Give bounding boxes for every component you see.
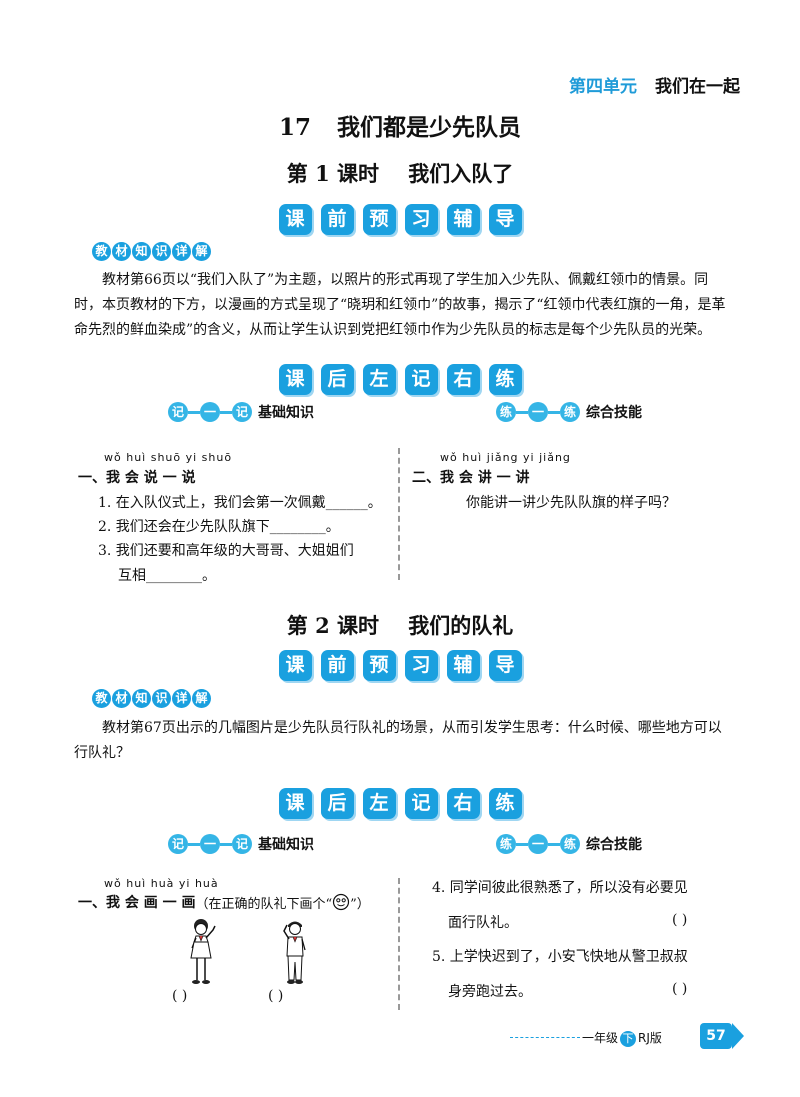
q4-line2: 面行队礼。 (448, 915, 518, 931)
q2-item-1: 你能讲一讲少先队队旗的样子吗？ (466, 495, 676, 511)
q5-answer: ( ) (672, 981, 688, 997)
basic-knowledge-head-1: 记一记 基础知识 (168, 402, 314, 422)
unit-label: 第四单元 (569, 77, 637, 97)
unit-title: 我们在一起 (655, 77, 740, 97)
period1-name: 我们入队了 (408, 162, 514, 186)
q5-line2: 身旁跑过去。 (448, 984, 532, 1000)
skills-head-2: 练一练 综合技能 (496, 834, 642, 854)
q2-title: 二、我 会 讲 一 讲 (412, 470, 530, 486)
lesson-name: 我们都是少先队员 (337, 115, 521, 141)
basic-knowledge-head-2: 记一记 基础知识 (168, 834, 314, 854)
column-divider-2 (398, 878, 400, 1010)
q3-pinyin: wǒ huì huà yi huà (104, 877, 219, 890)
smiley-icon (333, 893, 350, 911)
practice-pill: 练一练 (496, 402, 580, 422)
material-paragraph-2: 教材第67页出示的几幅图片是少先队员行队礼的场景，从而引发学生思考：什么时候、哪… (74, 720, 722, 761)
footer-term: 下 (620, 1031, 637, 1047)
column-divider-1 (398, 448, 400, 580)
period2-name: 我们的队礼 (408, 614, 514, 638)
q1-item-2: 2. 我们还会在少先队队旗下________。 (98, 519, 340, 535)
lesson-title: 17 我们都是少先队员 (0, 108, 800, 142)
q1-title: 一、我 会 说 一 说 (78, 470, 196, 486)
q5-line1: 5. 上学快迟到了，小安飞快地从警卫叔叔 (432, 949, 688, 965)
banner-practice-2: 课后左记右练 (0, 788, 800, 819)
practice-pill: 练一练 (496, 834, 580, 854)
footer-edition-label: RJ版 (638, 1031, 662, 1045)
q1-item-3-cont: 互相________。 (118, 568, 216, 584)
skills-head-1: 练一练 综合技能 (496, 402, 642, 422)
answer-paren-boy: ( ) (268, 988, 284, 1004)
q1-item-3: 3. 我们还要和高年级的大哥哥、大姐姐们 (98, 543, 354, 559)
answer-paren-girl: ( ) (172, 988, 188, 1004)
q3-title-row: 一、我 会 画 一 画 （在正确的队礼下画个“ ”） (78, 892, 370, 912)
q3-instruction: （在正确的队礼下画个“ ”） (196, 893, 370, 912)
period2-number: 2 (315, 613, 330, 638)
q4-line1: 4. 同学间彼此很熟悉了，所以没有必要见 (432, 880, 688, 896)
material-tag-1: 教材知识详解 (92, 242, 211, 261)
q4-answer: ( ) (672, 912, 688, 928)
period1-number: 1 (315, 161, 330, 186)
remember-pill: 记一记 (168, 402, 252, 422)
q2-pinyin: wǒ huì jiǎng yi jiǎng (440, 451, 571, 464)
banner-preview-2: 课前预习辅导 (0, 650, 800, 681)
period2-title: 第 2 课时 我们的队礼 (286, 613, 514, 638)
q1-pinyin: wǒ huì shuō yi shuō (104, 451, 233, 464)
q1-item-1: 1. 在入队仪式上，我们会第一次佩戴______。 (98, 495, 382, 511)
footer-dashed-line (510, 1037, 580, 1038)
remember-pill: 记一记 (168, 834, 252, 854)
footer-grade: 一年级 (582, 1031, 619, 1045)
material-paragraph-1: 教材第66页以“我们入队了”为主题，以照片的形式再现了学生加入少先队、佩戴红领巾… (74, 272, 726, 338)
lesson-number: 17 (278, 114, 311, 141)
unit-header: 第四单元我们在一起 (569, 72, 740, 97)
material-tag-2: 教材知识详解 (92, 689, 211, 708)
page-arrow-icon (732, 1023, 744, 1049)
banner-preview-1: 课前预习辅导 (0, 204, 800, 235)
boy-salute-figure (283, 921, 306, 984)
q3-title: 一、我 会 画 一 画 (78, 895, 196, 911)
banner-practice-1: 课后左记右练 (0, 364, 800, 395)
period1-title: 第 1 课时 我们入队了 (286, 161, 514, 186)
girl-salute-figure (190, 919, 216, 984)
page-number: 57 (700, 1023, 732, 1049)
